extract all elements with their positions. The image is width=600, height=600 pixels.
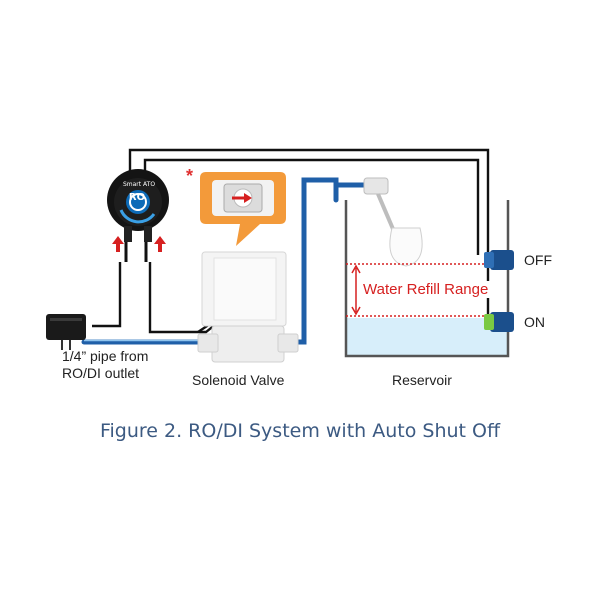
flow-arrow-icon xyxy=(112,236,166,252)
on-sensor-label: ON xyxy=(524,314,545,330)
wire-controller-to-valve xyxy=(148,262,217,334)
water-refill-range xyxy=(346,263,500,317)
controller-logo-label: RO xyxy=(128,192,146,203)
controller-brand-label: Smart ATO xyxy=(122,181,156,188)
pipe-label-line2: RO/DI outlet xyxy=(62,365,140,381)
valve-callout xyxy=(200,172,286,246)
wire-adapter-to-controller xyxy=(92,262,122,328)
reservoir-water xyxy=(346,318,508,356)
power-adapter-icon xyxy=(46,314,86,350)
water-refill-range-label: Water Refill Range xyxy=(360,281,492,298)
on-sensor xyxy=(484,312,514,332)
control-wires xyxy=(92,148,490,334)
controller-icon xyxy=(107,169,169,262)
solenoid-valve-label: Solenoid Valve xyxy=(192,372,285,388)
float-valve-icon xyxy=(363,177,423,267)
wire-controller-to-off-sensor xyxy=(143,158,480,255)
solenoid-valve-icon xyxy=(197,251,299,363)
pipe-inlet-label: 1/4” pipe from RO/DI outlet xyxy=(62,348,192,382)
reservoir-tank xyxy=(344,200,510,358)
float-sensor-icon xyxy=(484,250,514,332)
pipe-outlet xyxy=(289,177,339,345)
reservoir-label: Reservoir xyxy=(392,372,452,388)
callout-asterisk: * xyxy=(186,166,194,186)
figure-caption: Figure 2. RO/DI System with Auto Shut Of… xyxy=(99,420,501,442)
off-sensor-label: OFF xyxy=(524,252,552,268)
pipe-label-line1: 1/4” pipe from xyxy=(62,348,149,364)
wire-controller-to-on-sensor xyxy=(128,148,490,318)
off-sensor xyxy=(484,250,514,270)
